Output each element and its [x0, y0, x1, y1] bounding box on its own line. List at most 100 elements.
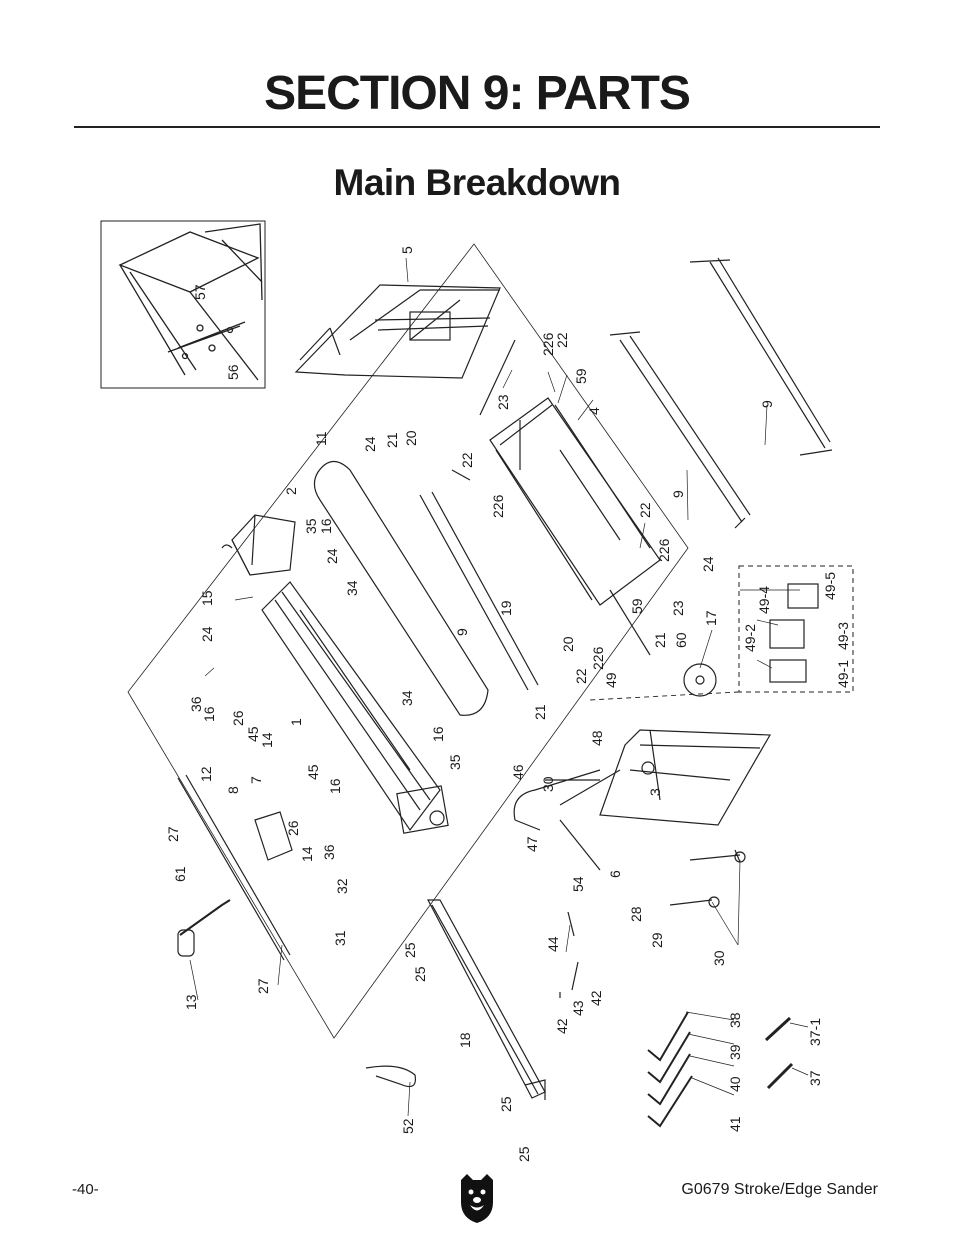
section-title: SECTION 9: PARTS — [264, 67, 691, 120]
callout-59: 59 — [573, 368, 589, 384]
callout-48: 48 — [589, 730, 605, 746]
callout-24c: 24 — [700, 556, 716, 572]
callout-45: 45 — [245, 726, 261, 742]
callout-20b: 20 — [560, 636, 576, 652]
callout-14: 14 — [259, 732, 275, 748]
callout-15: 15 — [199, 590, 215, 606]
callout-47: 47 — [524, 836, 540, 852]
lower-base-drawing — [599, 729, 772, 826]
callout-44: 44 — [545, 936, 561, 952]
callout-9b: 9 — [454, 628, 470, 636]
callout-25c: 25 — [498, 1096, 514, 1112]
callout-23: 23 — [495, 394, 511, 410]
callout-16d: 16 — [327, 778, 343, 794]
inset-label-56: 56 — [225, 364, 241, 380]
callout-35: 35 — [303, 518, 319, 534]
callout-12: 12 — [198, 766, 214, 782]
callout-24: 24 — [362, 436, 378, 452]
model-name: G0679 Stroke/Edge Sander — [681, 1181, 878, 1198]
callout-59b: 59 — [629, 598, 645, 614]
callout-27: 27 — [165, 826, 181, 842]
callout-9c: 9 — [670, 490, 686, 498]
callout-45b: 45 — [305, 764, 321, 780]
callout-22b: 22 — [459, 452, 475, 468]
callout-46: 46 — [510, 764, 526, 780]
callout-35b: 35 — [447, 754, 463, 770]
top-frame-drawing — [294, 284, 501, 379]
sanding-belt-drawing — [313, 460, 489, 716]
callout-28: 28 — [628, 906, 644, 922]
callout-16: 16 — [318, 518, 334, 534]
page-subtitle: Main Breakdown — [333, 162, 622, 203]
callout-25d: 25 — [516, 1146, 532, 1162]
main-frame-drawing — [261, 581, 449, 834]
callout-49-5: 49-5 — [822, 572, 838, 600]
callout-49-3: 49-3 — [835, 622, 851, 650]
callout-7: 7 — [248, 776, 264, 784]
callout-52: 52 — [400, 1118, 416, 1134]
callout-41: 41 — [727, 1116, 743, 1132]
callout-26: 26 — [230, 710, 246, 726]
callout-37: 37 — [807, 1070, 823, 1086]
motor-drawing — [221, 514, 296, 576]
sub-assembly-outline — [127, 243, 689, 1039]
callout-24b: 24 — [324, 548, 340, 564]
callout-43: 43 — [570, 1000, 586, 1016]
callout-37-1: 37-1 — [807, 1018, 823, 1046]
callout-38: 38 — [727, 1012, 743, 1028]
callout-60: 60 — [673, 632, 689, 648]
page-number: -40- — [72, 1181, 99, 1198]
hex-keys-drawing — [647, 1011, 693, 1128]
callout-36b: 36 — [321, 844, 337, 860]
callout-34b: 34 — [399, 690, 415, 706]
callout-49: 49 — [603, 672, 619, 688]
callout-226b: 226 — [490, 494, 506, 518]
callout-8: 8 — [225, 786, 241, 794]
callout-3: 3 — [647, 788, 663, 796]
callout-16c: 16 — [430, 726, 446, 742]
callout-6: 6 — [607, 870, 623, 878]
callout-54: 54 — [570, 876, 586, 892]
callout-22: 22 — [554, 332, 570, 348]
callout-34: 34 — [344, 580, 360, 596]
grizzly-bear-logo-icon — [461, 1174, 493, 1223]
callout-29: 29 — [649, 932, 665, 948]
callout-31: 31 — [332, 930, 348, 946]
callout-42: 42 — [554, 1018, 570, 1034]
callout-21b: 21 — [652, 632, 668, 648]
callout-19: 19 — [498, 600, 514, 616]
inset-label-57: 57 — [192, 284, 208, 300]
callout-9: 9 — [759, 400, 775, 408]
callout-42b: 42 — [588, 990, 604, 1006]
callout-25: 25 — [402, 942, 418, 958]
wrench-37-drawing — [766, 1062, 794, 1090]
upper-table-drawing — [489, 397, 661, 606]
base-rail-drawing — [427, 899, 546, 1100]
callout-61: 61 — [172, 866, 188, 882]
callout-40: 40 — [727, 1076, 743, 1092]
callout-22c: 22 — [637, 502, 653, 518]
title-rule — [74, 126, 880, 128]
callout-5: 5 — [399, 246, 415, 254]
detail-inset-box — [100, 220, 266, 389]
callout-24d: 24 — [199, 626, 215, 642]
callout-226c: 226 — [656, 538, 672, 562]
callout-32: 32 — [334, 878, 350, 894]
callout-23b: 23 — [670, 600, 686, 616]
wrench-37-1-drawing — [764, 1016, 792, 1042]
callout-30b: 30 — [711, 950, 727, 966]
callout-14b: 14 — [299, 846, 315, 862]
callout-2: 2 — [283, 487, 299, 495]
callout-13: 13 — [183, 994, 199, 1010]
callout-25b: 25 — [412, 966, 428, 982]
callout-49-4: 49-4 — [756, 586, 772, 614]
callout-22d: 22 — [573, 668, 589, 684]
inset-frame-drawing — [118, 223, 263, 381]
callout-16b: 16 — [201, 706, 217, 722]
callout-1: 1 — [288, 718, 304, 726]
callout-11: 11 — [313, 431, 329, 446]
support-bar-drawing — [609, 257, 833, 529]
callout-39: 39 — [727, 1044, 743, 1060]
callout-49-2: 49-2 — [742, 624, 758, 652]
